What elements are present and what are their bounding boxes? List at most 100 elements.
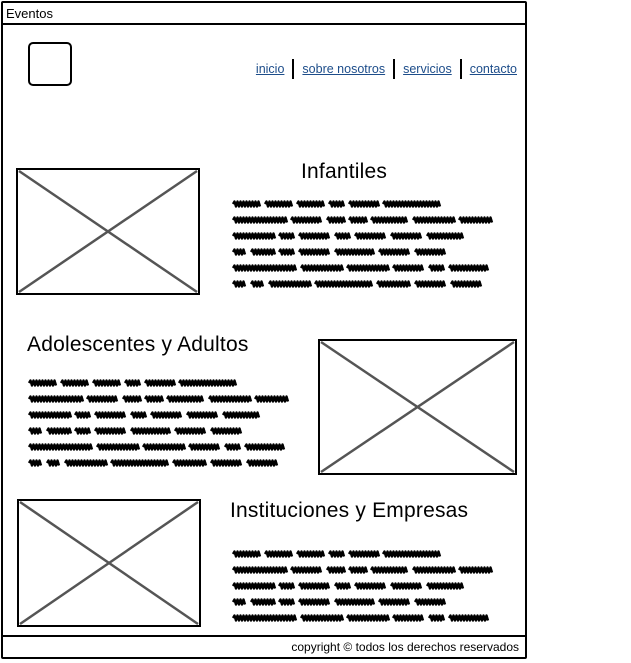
nav-link-servicios[interactable]: servicios <box>403 62 452 76</box>
main-nav: inicio sobre nosotros servicios contacto <box>256 59 517 79</box>
scribble-word <box>129 411 148 419</box>
section-heading-infantiles: Infantiles <box>301 160 388 183</box>
scribble-word <box>299 264 345 272</box>
scribble-word <box>353 232 387 240</box>
nav-separator <box>292 59 295 79</box>
scribble-word <box>129 427 172 435</box>
scribble-word <box>45 427 73 435</box>
scribble-word <box>333 232 352 240</box>
scribble-word <box>447 264 490 272</box>
scribble-word <box>249 280 265 288</box>
image-placeholder-instituciones-empresas <box>17 499 201 627</box>
scribble-word <box>327 550 346 558</box>
section-heading-instituciones-empresas: Instituciones y Empresas <box>230 499 469 522</box>
scribble-word <box>263 550 294 558</box>
scribble-word <box>63 459 109 467</box>
logo-placeholder <box>28 42 72 86</box>
scribble-word <box>391 264 425 272</box>
scribble-word <box>297 232 331 240</box>
scribble-word <box>109 459 170 467</box>
scribble-word <box>333 582 352 590</box>
scribble-word <box>295 550 326 558</box>
scribble-word <box>231 566 289 574</box>
scribble-word <box>231 614 298 622</box>
scribble-word <box>295 200 326 208</box>
scribble-word <box>209 427 243 435</box>
scribble-word <box>27 427 43 435</box>
scribble-word <box>391 614 425 622</box>
scribble-word <box>91 379 122 387</box>
scribble-word <box>121 395 143 403</box>
scribble-word <box>209 459 243 467</box>
scribble-word <box>377 248 411 256</box>
scribble-word <box>457 566 494 574</box>
scribble-word <box>377 598 411 606</box>
scribble-word <box>369 566 409 574</box>
nav-link-contacto[interactable]: contacto <box>469 62 517 76</box>
scribble-word <box>231 598 247 606</box>
scribble-word <box>263 200 294 208</box>
text-placeholder-adolescentes-adultos <box>27 375 303 471</box>
scribble-word <box>353 582 387 590</box>
scribble-word <box>289 216 323 224</box>
scribble-word <box>27 459 43 467</box>
scribble-word <box>187 443 221 451</box>
scribble-word <box>27 411 73 419</box>
scribble-word <box>231 280 247 288</box>
scribble-word <box>347 566 369 574</box>
scribble-word <box>143 395 165 403</box>
scribble-word <box>249 248 277 256</box>
nav-separator <box>459 59 462 79</box>
page-footer: copyright © todos los derechos reservado… <box>3 635 525 657</box>
scribble-word <box>381 200 442 208</box>
scribble-word <box>369 216 409 224</box>
scribble-word <box>249 598 277 606</box>
scribble-word <box>221 411 261 419</box>
scribble-word <box>93 411 127 419</box>
nav-separator <box>393 59 396 79</box>
scribble-word <box>333 248 376 256</box>
scribble-word <box>277 598 296 606</box>
scribble-word <box>231 216 289 224</box>
copyright-text: copyright © todos los derechos reservado… <box>291 640 519 654</box>
scribble-word <box>297 248 331 256</box>
scribble-word <box>375 280 412 288</box>
scribble-word <box>297 582 331 590</box>
nav-link-sobre-nosotros[interactable]: sobre nosotros <box>302 62 386 76</box>
scribble-word <box>171 459 208 467</box>
scribble-word <box>267 280 313 288</box>
scribble-word <box>427 264 446 272</box>
scribble-word <box>141 443 187 451</box>
scribble-word <box>123 379 142 387</box>
scribble-word <box>347 200 381 208</box>
scribble-word <box>277 582 296 590</box>
scribble-word <box>277 248 296 256</box>
scribble-word <box>325 566 347 574</box>
scribble-word <box>325 216 347 224</box>
scribble-word <box>165 395 205 403</box>
scribble-word <box>413 248 447 256</box>
image-placeholder-adolescentes-adultos <box>318 339 517 475</box>
scribble-word <box>447 614 490 622</box>
scribble-word <box>231 582 277 590</box>
scribble-word <box>85 395 119 403</box>
scribble-word <box>27 395 85 403</box>
scribble-word <box>389 232 423 240</box>
scribble-word <box>425 232 465 240</box>
scribble-word <box>277 232 296 240</box>
scribble-word <box>95 443 141 451</box>
nav-link-inicio[interactable]: inicio <box>255 62 285 76</box>
scribble-word <box>207 395 253 403</box>
scribble-word <box>389 582 423 590</box>
scribble-word <box>59 379 90 387</box>
scribble-word <box>185 411 219 419</box>
scribble-word <box>297 598 331 606</box>
browser-window: Eventos inicio sobre nosotros servicios … <box>1 1 527 659</box>
scribble-word <box>347 550 381 558</box>
scribble-word <box>73 411 92 419</box>
scribble-word <box>243 443 286 451</box>
scribble-word <box>333 598 376 606</box>
window-title: Eventos <box>6 6 53 21</box>
scribble-word <box>327 200 346 208</box>
window-titlebar: Eventos <box>3 3 525 25</box>
